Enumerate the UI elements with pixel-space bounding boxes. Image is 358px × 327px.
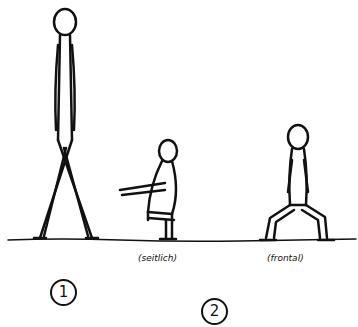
circled-number: 1 — [50, 279, 77, 306]
view-label: (frontal) — [267, 254, 304, 264]
callout-number: 2 — [210, 304, 220, 319]
callout-number: 1 — [59, 285, 69, 300]
ground-line — [8, 239, 356, 241]
standing-figure — [34, 9, 98, 238]
view-label: (seitlich) — [138, 254, 177, 264]
squat-side-figure — [120, 140, 177, 239]
squat-front-figure — [260, 125, 334, 240]
circled-number: 2 — [201, 298, 228, 325]
